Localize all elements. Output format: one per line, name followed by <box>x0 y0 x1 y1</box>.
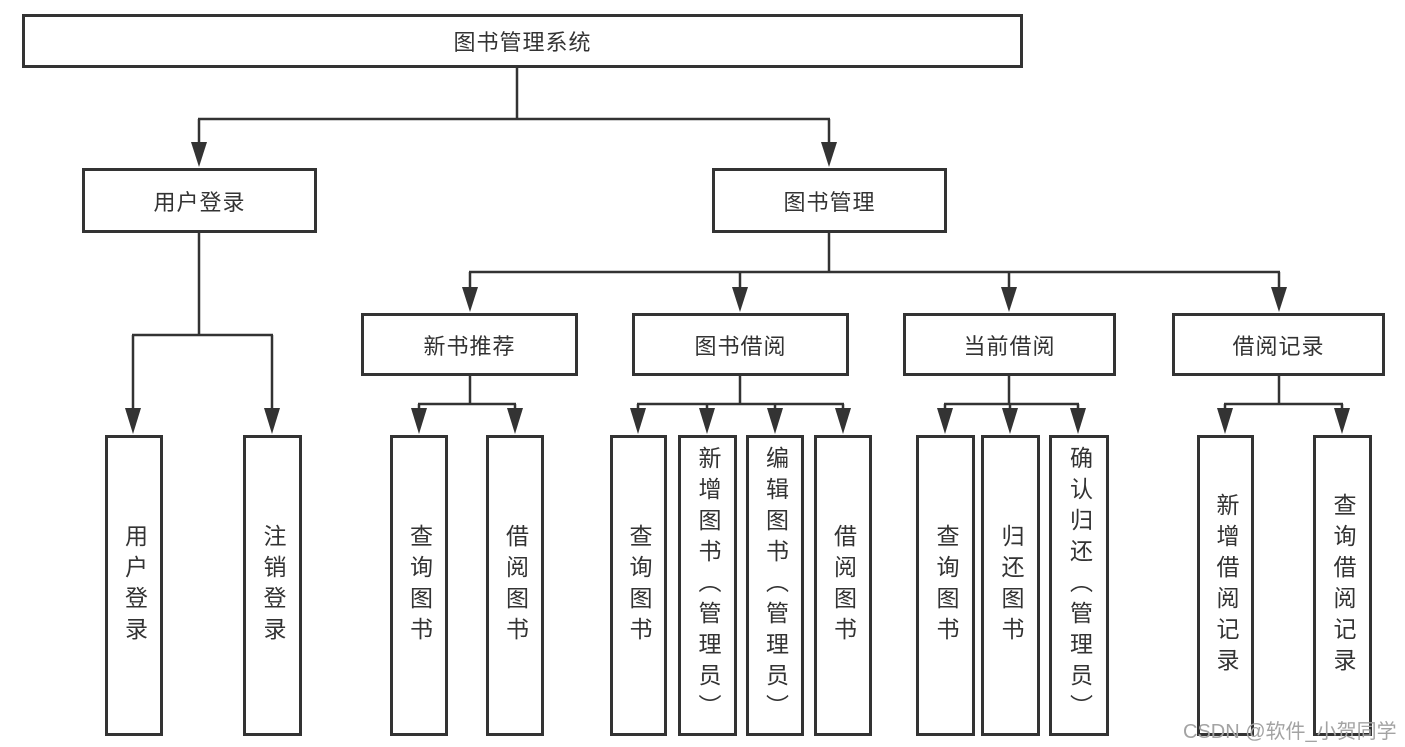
arrow-down-icon <box>1002 408 1018 434</box>
connector-root-to-level2 <box>191 68 837 167</box>
node-label: 确认归还（管理员） <box>1066 446 1093 725</box>
arrow-down-icon <box>699 408 715 434</box>
connector-user-login-children <box>125 233 280 434</box>
arrow-down-icon <box>1070 408 1086 434</box>
leaf-query-books-recommend: 查询图书 <box>390 435 448 736</box>
node-book-borrowing: 图书借阅 <box>632 313 849 376</box>
node-borrowing-records: 借阅记录 <box>1172 313 1385 376</box>
arrow-down-icon <box>125 408 141 434</box>
arrow-down-icon <box>507 408 523 434</box>
node-label: 图书管理 <box>783 189 876 215</box>
node-label: 新增借阅记录 <box>1213 492 1239 679</box>
arrow-down-icon <box>937 408 953 434</box>
arrow-down-icon <box>1334 408 1350 434</box>
node-label: 用户登录 <box>153 189 246 215</box>
node-user-login: 用户登录 <box>82 168 317 233</box>
leaf-add-books-admin: 新增图书（管理员） <box>678 435 737 736</box>
node-label: 注销登录 <box>260 523 286 648</box>
arrow-down-icon <box>411 408 427 434</box>
leaf-logout-login: 注销登录 <box>243 435 302 736</box>
leaf-add-borrow-record: 新增借阅记录 <box>1197 435 1254 736</box>
node-label: 新书推荐 <box>423 333 516 359</box>
arrow-down-icon <box>462 287 478 312</box>
node-label: 查询图书 <box>933 523 959 648</box>
leaf-query-books-borrowing: 查询图书 <box>610 435 667 736</box>
arrow-down-icon <box>835 408 851 434</box>
leaf-borrow-books-borrowing: 借阅图书 <box>814 435 872 736</box>
node-label: 当前借阅 <box>963 333 1056 359</box>
arrow-down-icon <box>732 287 748 312</box>
connector-current-borrowing-children <box>937 376 1086 434</box>
node-label: 借阅图书 <box>502 523 529 648</box>
node-label: 归还图书 <box>998 523 1024 648</box>
watermark-text: CSDN @软件_小贺同学 <box>1183 721 1397 743</box>
node-label: 图书借阅 <box>694 333 787 359</box>
arrow-down-icon <box>1001 287 1017 312</box>
leaf-user-login: 用户登录 <box>105 435 163 736</box>
arrow-down-icon <box>1217 408 1233 434</box>
node-label: 编辑图书（管理员） <box>762 446 789 725</box>
arrow-down-icon <box>1271 287 1287 312</box>
arrow-down-icon <box>264 408 280 434</box>
node-label: 查询图书 <box>626 523 652 648</box>
leaf-edit-books-admin: 编辑图书（管理员） <box>746 435 804 736</box>
connector-borrowing-records-children <box>1217 376 1350 434</box>
leaf-borrow-books-recommend: 借阅图书 <box>486 435 544 736</box>
node-label: 用户登录 <box>121 523 148 648</box>
node-new-book-recommend: 新书推荐 <box>361 313 578 376</box>
node-label: 新增图书（管理员） <box>695 446 721 725</box>
node-label: 查询图书 <box>406 523 433 648</box>
connector-book-borrowing-children <box>630 376 851 434</box>
arrow-down-icon <box>821 142 837 167</box>
arrow-down-icon <box>767 408 783 434</box>
node-label: 借阅图书 <box>830 523 857 648</box>
node-label: 图书管理系统 <box>453 30 592 55</box>
leaf-query-borrow-record: 查询借阅记录 <box>1313 435 1372 736</box>
node-label: 借阅记录 <box>1232 333 1325 359</box>
leaf-return-books: 归还图书 <box>981 435 1040 736</box>
arrow-down-icon <box>630 408 646 434</box>
connector-new-book-children <box>411 376 523 434</box>
arrow-down-icon <box>191 142 207 167</box>
node-root: 图书管理系统 <box>22 14 1023 68</box>
leaf-confirm-return-admin: 确认归还（管理员） <box>1049 435 1109 736</box>
node-book-management: 图书管理 <box>712 168 947 233</box>
connector-book-management-children <box>462 233 1287 312</box>
leaf-query-books-current: 查询图书 <box>916 435 975 736</box>
node-current-borrowing: 当前借阅 <box>903 313 1116 376</box>
node-label: 查询借阅记录 <box>1330 492 1356 679</box>
